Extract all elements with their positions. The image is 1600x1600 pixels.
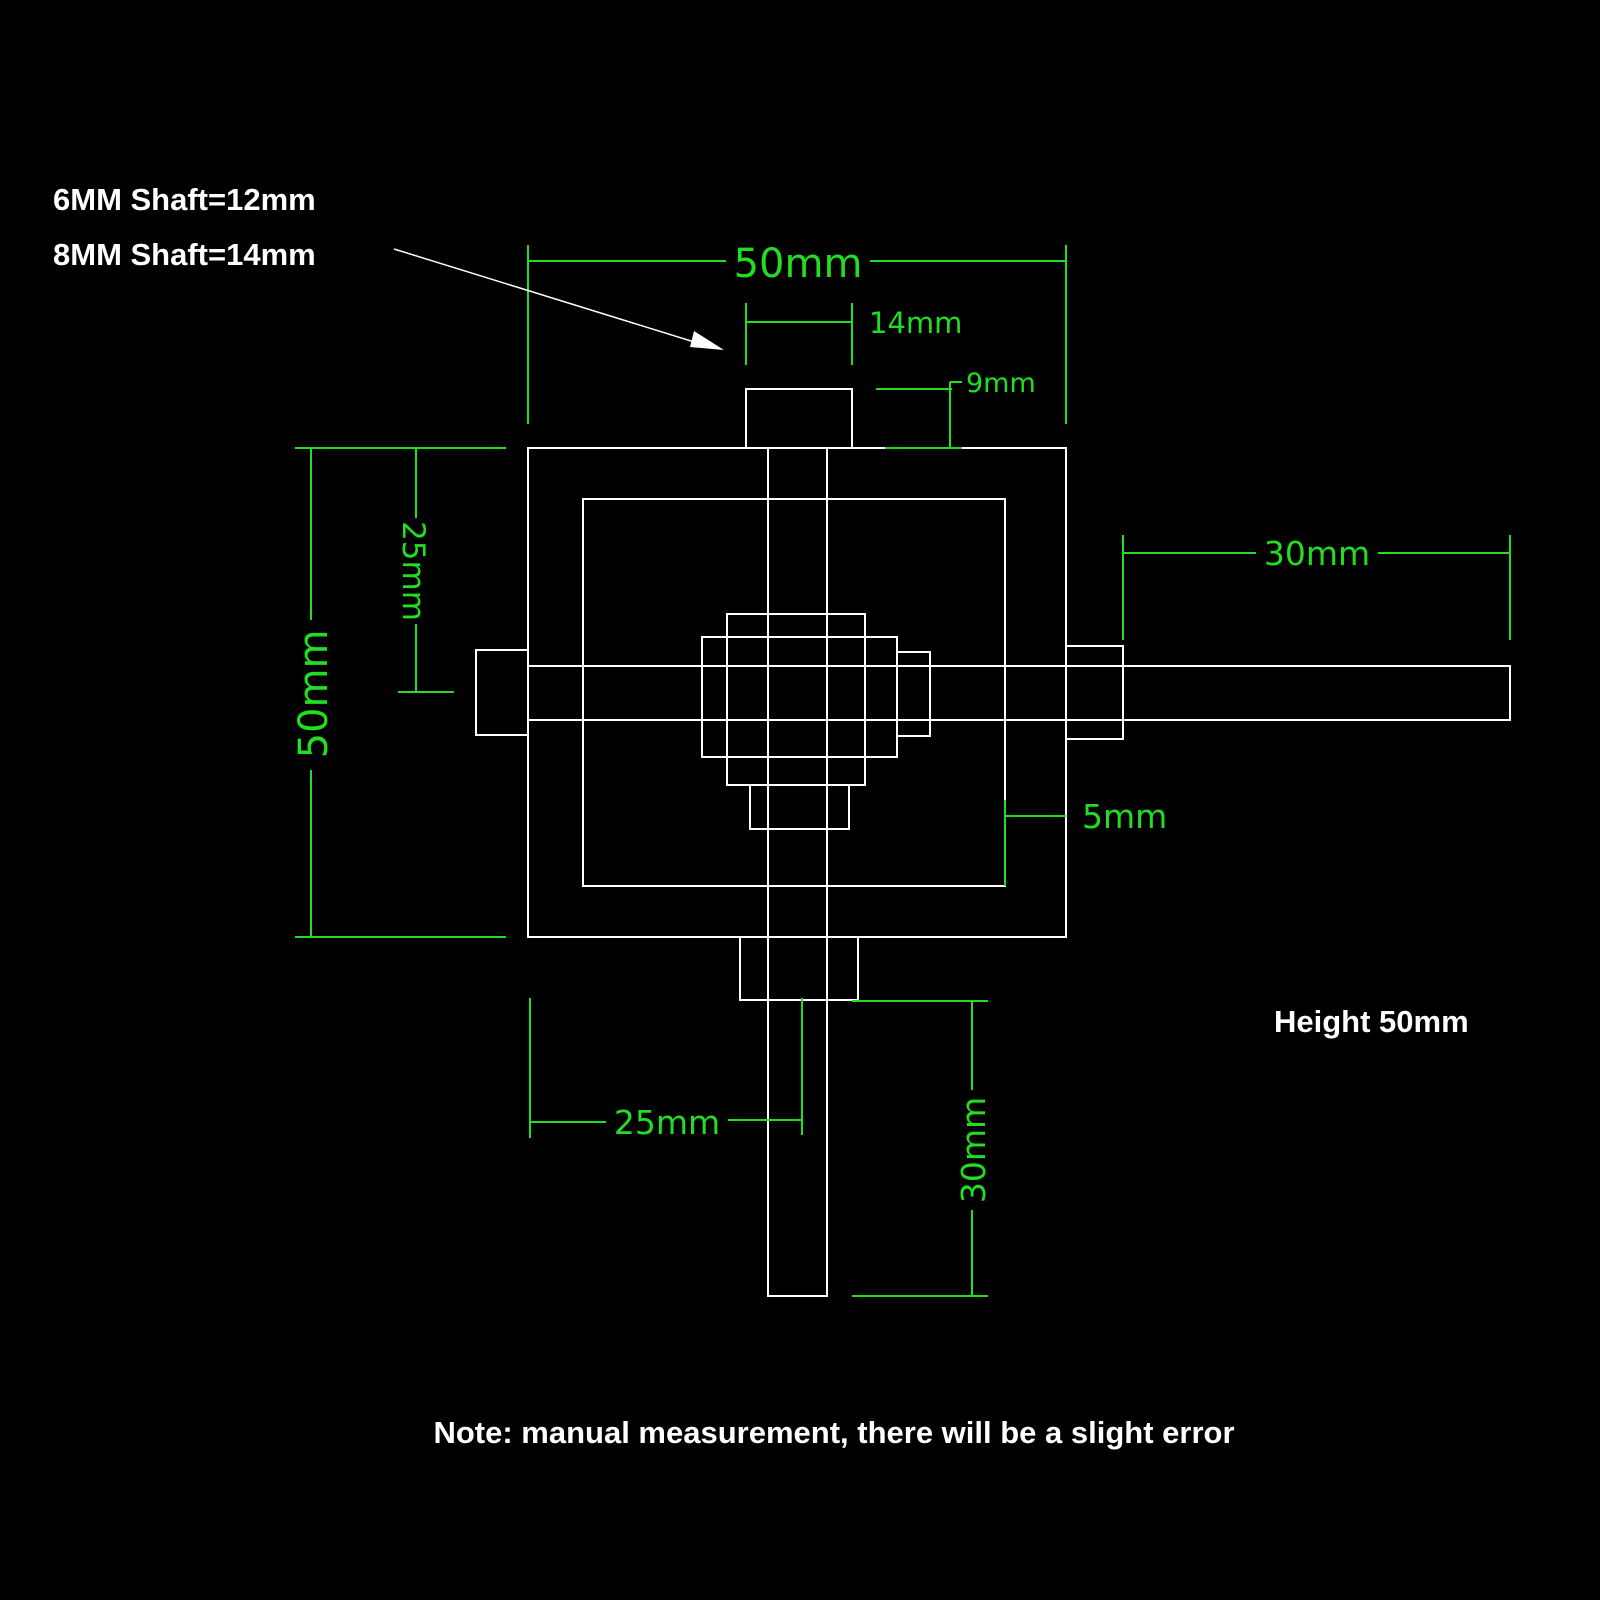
dimension-labels: 50mm 14mm 9mm 50mm 25mm 30mm 5mm 25mm 30… [291, 241, 1370, 1203]
dim-bottom-offset: 25mm [614, 1103, 720, 1142]
inner-housing [582, 498, 1006, 887]
dim-hub-height: 9mm [966, 368, 1036, 399]
top-hub [745, 388, 853, 449]
dim-wall-thickness: 5mm [1082, 797, 1167, 836]
outer-housing [527, 447, 1067, 938]
dim-top-width: 50mm [734, 241, 863, 287]
note-height: Height 50mm [1274, 1004, 1469, 1039]
gear-right-boss [896, 651, 931, 737]
notes: 6MM Shaft=12mm 8MM Shaft=14mm Height 50m… [53, 182, 1469, 1450]
dimension-lines [295, 245, 1511, 1297]
gear-upper [726, 613, 866, 786]
arrowhead-icon [690, 331, 724, 350]
vertical-shaft [767, 447, 828, 1297]
part-geometry [475, 388, 1511, 1297]
note-disclaimer: Note: manual measurement, there will be … [433, 1415, 1234, 1450]
note-6mm-shaft: 6MM Shaft=12mm [53, 182, 316, 217]
bottom-hub [739, 936, 859, 1001]
right-hub [1065, 645, 1124, 740]
dim-shaft-hub-width: 14mm [869, 306, 962, 340]
dim-bottom-shaft-length: 30mm [954, 1097, 993, 1203]
note-8mm-shaft: 8MM Shaft=14mm [53, 237, 316, 272]
dim-left-half-height: 25mm [395, 521, 431, 621]
gear-left [701, 636, 898, 758]
leader-arrow [393, 248, 724, 350]
horizontal-shaft [527, 665, 1511, 721]
dim-right-shaft-length: 30mm [1264, 534, 1370, 573]
gear-lower-boss [749, 784, 850, 830]
dim-left-height: 50mm [291, 630, 337, 759]
left-hub [475, 649, 529, 736]
